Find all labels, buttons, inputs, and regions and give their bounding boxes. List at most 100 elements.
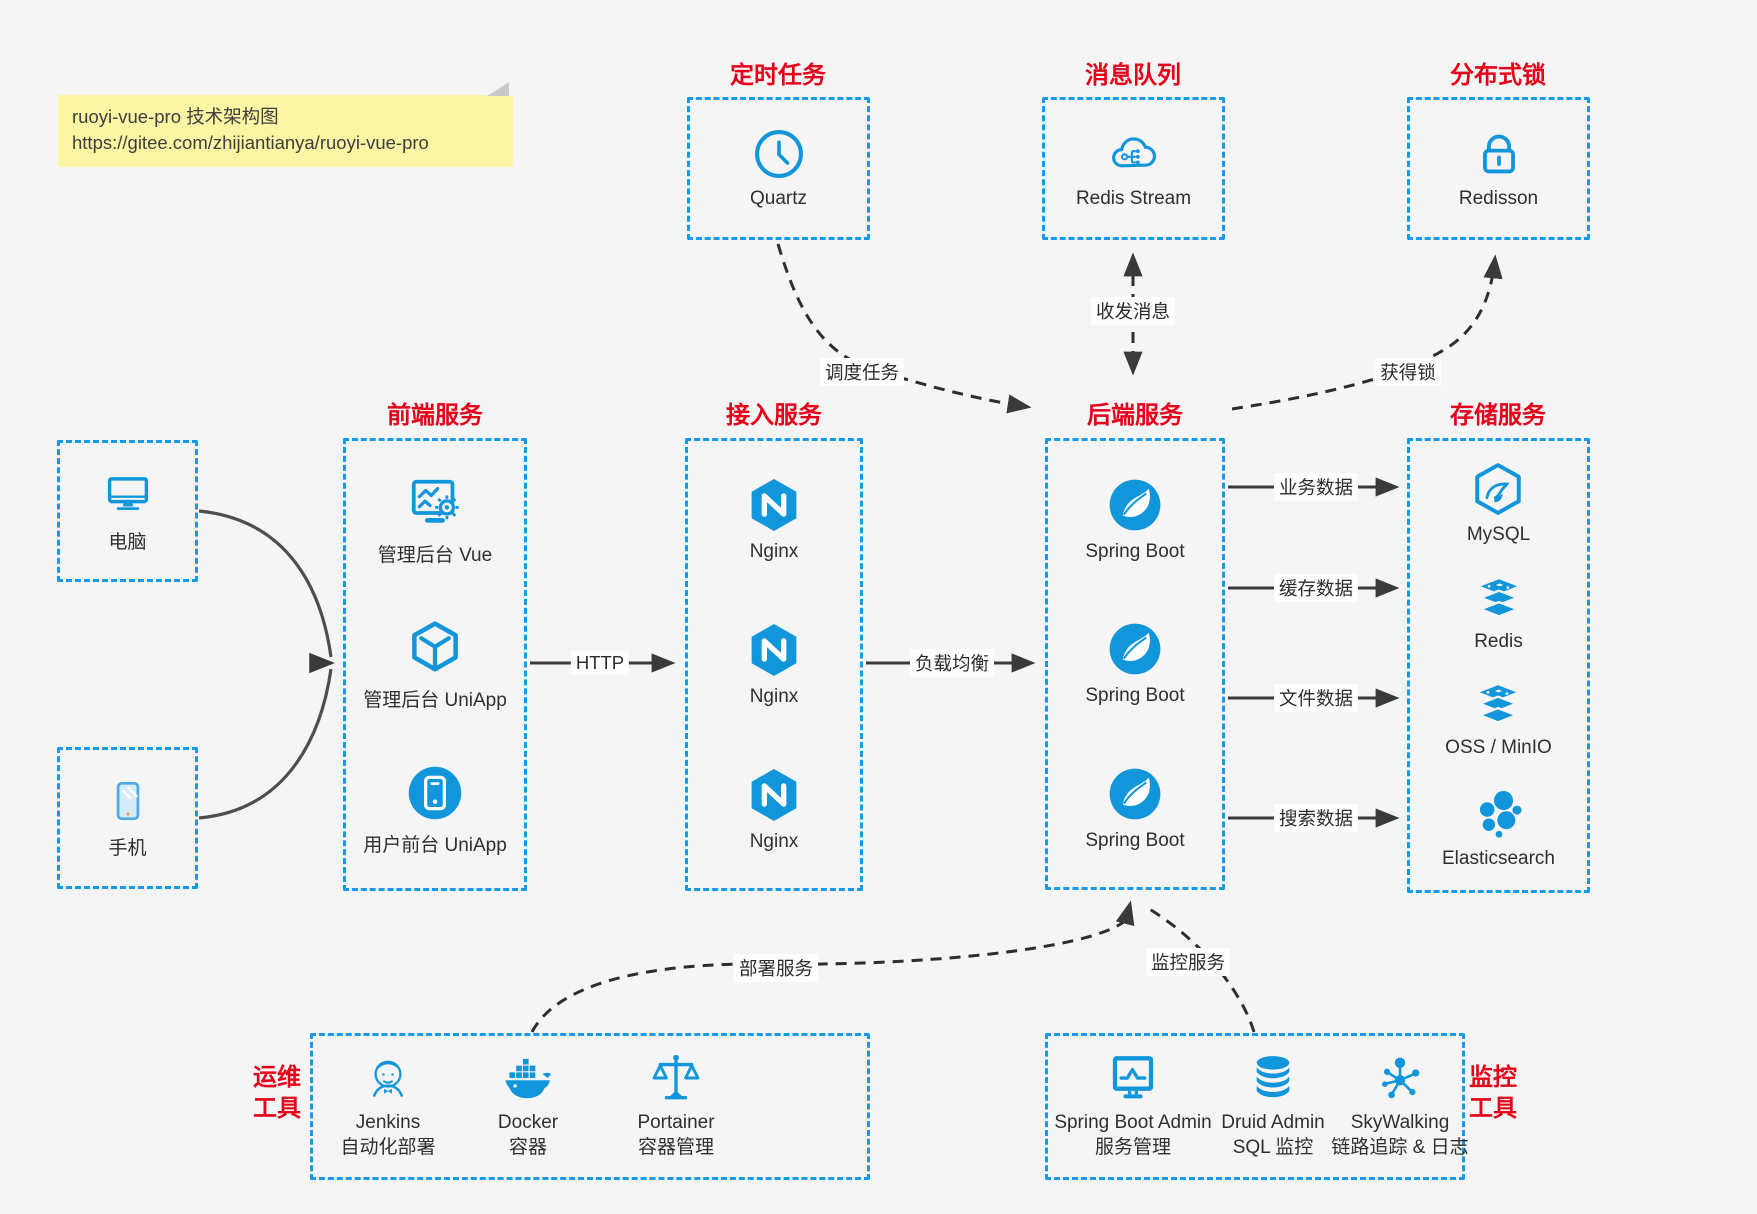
node-label: 手机	[108, 838, 147, 859]
group-title-ops: 运维 工具	[246, 1062, 308, 1124]
edge-mobile-to-frontend	[198, 668, 333, 820]
spring-boot-icon	[1106, 476, 1164, 534]
node-nginx-3: Nginx	[745, 766, 803, 853]
druid-icon	[1246, 1051, 1300, 1105]
client-box-desktop: 电脑	[57, 440, 198, 582]
edge-label-deploy: 部署服务	[733, 954, 819, 982]
node-nginx-1: Nginx	[745, 476, 803, 563]
node-label: Elasticsearch	[1442, 848, 1555, 870]
node-label: 用户前台 UniApp	[363, 834, 507, 856]
mobile-icon	[103, 776, 153, 826]
node-label: Nginx	[749, 541, 799, 562]
node-label: Nginx	[749, 686, 799, 707]
column-box-frontend: 管理后台 Vue 管理后台 UniApp 用户前台 UniApp	[343, 438, 527, 891]
clock-icon	[752, 127, 806, 181]
spring-boot-admin-icon	[1106, 1051, 1160, 1105]
group-box-lock: Redisson	[1407, 97, 1590, 240]
edge-label-load-balance: 负载均衡	[909, 649, 995, 677]
user-uniapp-icon	[405, 763, 465, 823]
docker-icon	[501, 1051, 555, 1105]
group-title-monitoring: 监控 工具	[1462, 1062, 1524, 1124]
edge-desktop-to-frontend	[198, 509, 333, 658]
edge-label-schedule: 调度任务	[819, 358, 905, 386]
node-oss-minio: OSS / MinIO	[1445, 680, 1552, 759]
node-label: Spring Boot Admin	[1054, 1112, 1212, 1133]
desktop-icon	[102, 468, 154, 520]
node-mobile: 手机	[103, 776, 153, 860]
column-box-backend: Spring Boot Spring Boot Spring Boot	[1045, 438, 1225, 890]
node-label: 管理后台 Vue	[377, 544, 493, 566]
node-elasticsearch: Elasticsearch	[1442, 787, 1555, 870]
node-druid-admin: Druid Admin SQL 监控	[1183, 1051, 1363, 1160]
group-title-line: 运维	[253, 1064, 301, 1091]
node-sublabel: 服务管理	[1094, 1137, 1171, 1158]
column-title-frontend: 前端服务	[387, 402, 483, 429]
message-cloud-icon	[1104, 127, 1162, 181]
sticky-note: ruoyi-vue-pro 技术架构图 https://gitee.com/zh…	[58, 82, 513, 167]
column-box-access: Nginx Nginx Nginx	[685, 438, 863, 891]
node-quartz: Quartz	[750, 127, 807, 210]
redis-stack-icon	[1471, 574, 1527, 624]
node-desktop: 电脑	[102, 468, 154, 554]
node-portainer: Portainer 容器管理	[601, 1051, 751, 1160]
node-docker: Docker 容器	[453, 1051, 603, 1160]
node-label: SkyWalking	[1350, 1112, 1450, 1133]
group-box-mq: Redis Stream	[1042, 97, 1225, 240]
elasticsearch-icon	[1471, 787, 1527, 841]
node-label: Portainer	[637, 1112, 715, 1133]
node-admin-vue: 管理后台 Vue	[378, 473, 492, 567]
group-title-mq: 消息队列	[1085, 62, 1181, 89]
spring-boot-icon	[1106, 620, 1164, 678]
group-box-ops: Jenkins 自动化部署 Docker 容器 Portainer 容器管理	[310, 1033, 870, 1180]
node-label: Spring Boot	[1085, 830, 1185, 852]
skywalking-icon	[1373, 1051, 1427, 1105]
column-title-storage: 存储服务	[1450, 402, 1546, 429]
group-title-scheduler: 定时任务	[730, 62, 826, 89]
node-spring-boot-1: Spring Boot	[1085, 476, 1185, 563]
spring-boot-icon	[1106, 765, 1164, 823]
client-box-mobile: 手机	[57, 747, 198, 889]
mysql-icon	[1470, 461, 1526, 517]
node-redis-stream: Redis Stream	[1076, 127, 1191, 210]
column-box-storage: MySQL Redis OSS / MinIO Elasticsearch	[1407, 438, 1590, 893]
node-label: Nginx	[749, 831, 799, 852]
edge-label-search-data: 搜索数据	[1273, 804, 1359, 832]
group-title-lock: 分布式锁	[1450, 62, 1546, 89]
group-box-monitoring: Spring Boot Admin 服务管理 Druid Admin SQL 监…	[1043, 1033, 1469, 1180]
edge-label-cache-data: 缓存数据	[1273, 574, 1359, 602]
node-label: Quartz	[749, 188, 808, 209]
note-title: ruoyi-vue-pro 技术架构图	[72, 106, 279, 127]
group-title-line: 工具	[253, 1095, 301, 1122]
edge-label-monitor: 监控服务	[1145, 948, 1231, 976]
node-label: MySQL	[1466, 523, 1531, 545]
node-nginx-2: Nginx	[745, 621, 803, 708]
node-label: Redisson	[1458, 188, 1539, 209]
uniapp-cube-icon	[405, 618, 465, 678]
column-title-backend: 后端服务	[1087, 402, 1183, 429]
node-spring-boot-admin: Spring Boot Admin 服务管理	[1043, 1051, 1223, 1160]
nginx-icon	[745, 766, 803, 824]
node-sublabel: 容器	[508, 1137, 547, 1158]
node-label: Druid Admin	[1221, 1112, 1325, 1133]
node-redis: Redis	[1471, 574, 1527, 653]
node-sublabel: 自动化部署	[340, 1137, 436, 1158]
column-title-access: 接入服务	[726, 402, 822, 429]
node-label: Redis Stream	[1075, 188, 1192, 209]
admin-vue-icon	[404, 473, 466, 533]
node-label: Spring Boot	[1085, 685, 1185, 707]
node-spring-boot-2: Spring Boot	[1085, 620, 1185, 707]
node-label: OSS / MinIO	[1445, 737, 1552, 759]
portainer-icon	[649, 1051, 703, 1105]
note-url: https://gitee.com/zhijiantianya/ruoyi-vu…	[72, 132, 429, 153]
node-mysql: MySQL	[1467, 461, 1530, 546]
edge-label-lock: 获得锁	[1375, 358, 1441, 386]
node-label: Jenkins	[355, 1112, 421, 1133]
edge-deploy	[530, 900, 1135, 1033]
jenkins-icon	[361, 1051, 415, 1105]
lock-icon	[1472, 127, 1526, 181]
node-label: Spring Boot	[1085, 540, 1185, 562]
node-skywalking: SkyWalking 链路追踪 & 日志	[1310, 1051, 1490, 1160]
node-user-uniapp: 用户前台 UniApp	[363, 763, 507, 857]
node-jenkins: Jenkins 自动化部署	[313, 1051, 463, 1160]
